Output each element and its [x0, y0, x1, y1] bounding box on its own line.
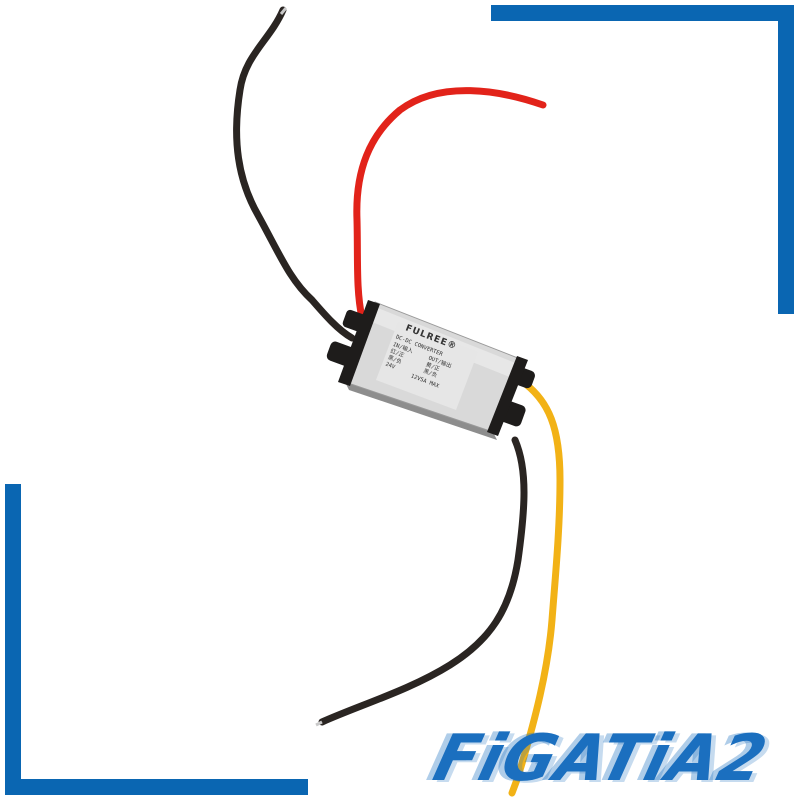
converter-housing — [338, 300, 528, 440]
frame-top-bar — [491, 5, 794, 21]
wire-input-positive — [353, 87, 547, 322]
wire-output-positive — [508, 376, 564, 797]
label-line-5: 24V — [384, 361, 396, 370]
wire-output-negative — [318, 436, 528, 726]
frame-right-bar — [778, 5, 794, 314]
frame-bottom-bar — [5, 779, 308, 795]
frame-left-bar — [5, 484, 21, 795]
wire-tip-output-negative — [315, 720, 323, 727]
wire-input-negative — [233, 6, 356, 342]
watermark-logo: FiGATiA2 — [426, 722, 775, 796]
wire-tip-input-negative — [279, 7, 288, 15]
